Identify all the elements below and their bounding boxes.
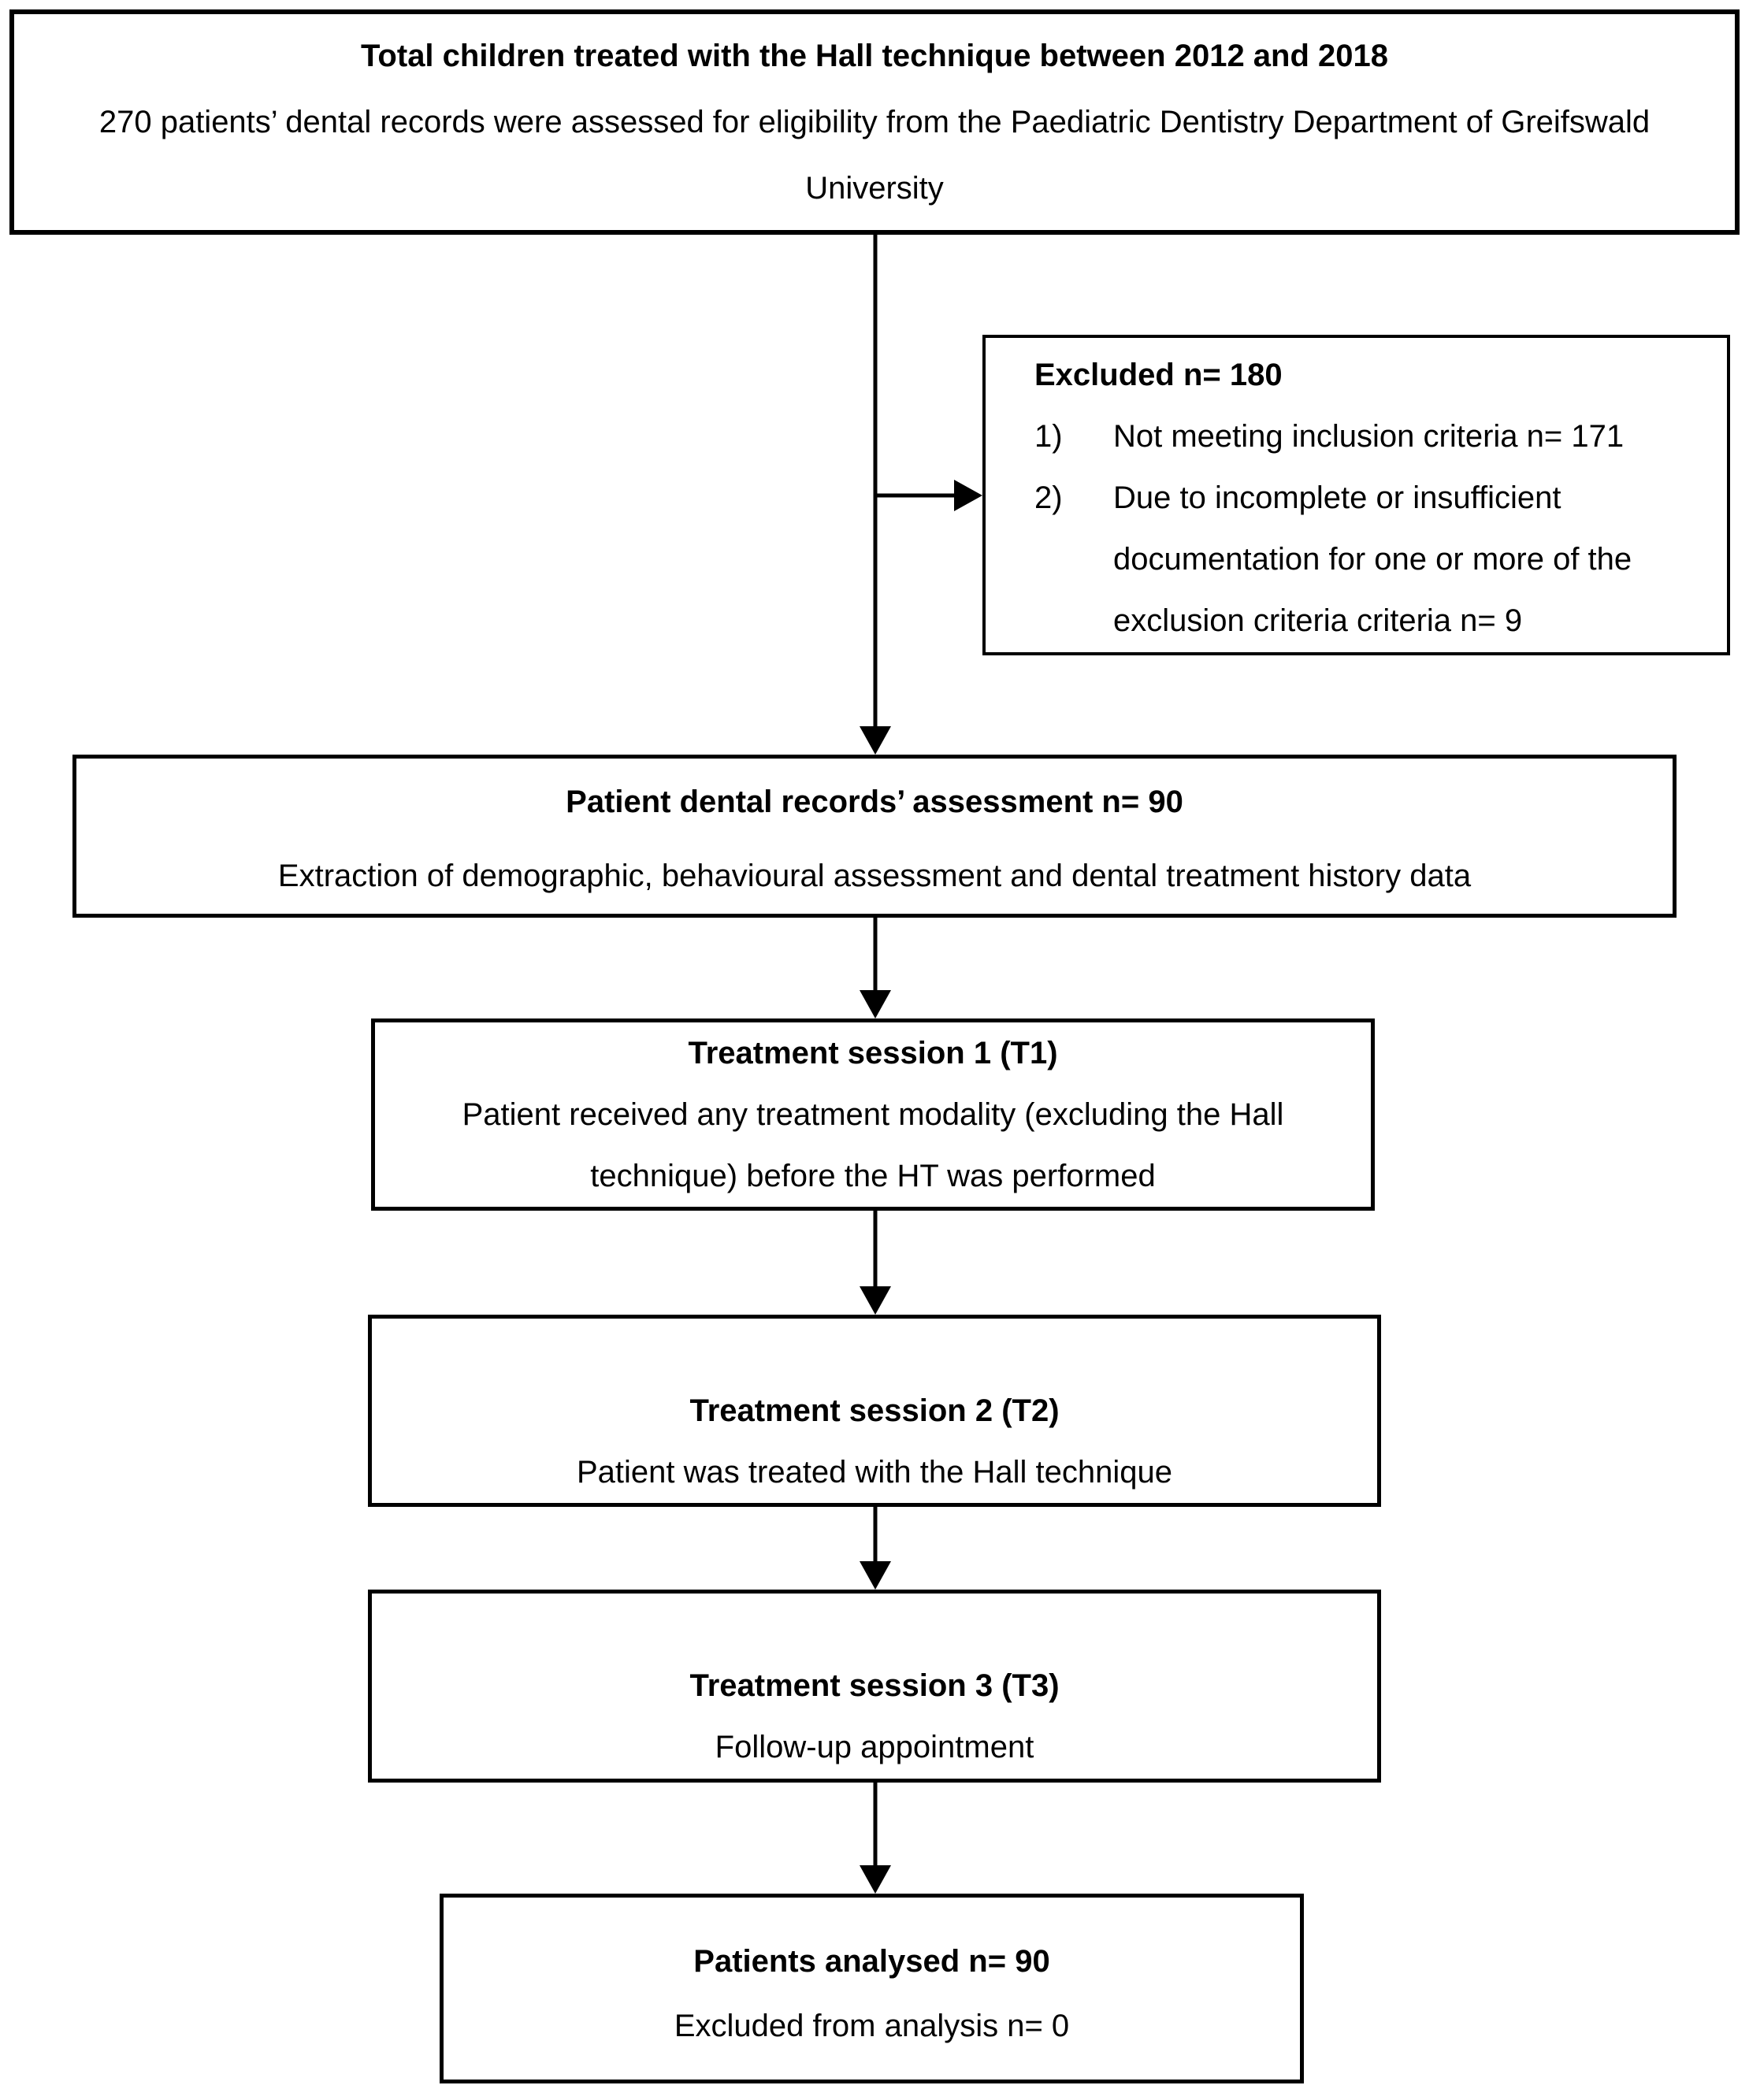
excluded-item-2: 2) Due to incomplete or insufficient doc… — [1034, 467, 1711, 651]
box-total-children: Total children treated with the Hall tec… — [9, 9, 1740, 235]
arrow-down-icon — [860, 726, 891, 755]
box-treatment-session-3: Treatment session 3 (T3) Follow-up appoi… — [368, 1590, 1381, 1783]
box-treatment-session-2: Treatment session 2 (T2) Patient was tre… — [368, 1315, 1381, 1507]
excluded-item-1-text: Not meeting inclusion criteria n= 171 — [1113, 419, 1625, 454]
box-records-assessment: Patient dental records’ assessment n= 90… — [72, 755, 1677, 918]
excluded-item-2-text: Due to incomplete or insufficient docume… — [1113, 480, 1632, 638]
box-patients-analysed-title: Patients analysed n= 90 — [693, 1944, 1050, 1979]
box-treatment-session-2-title: Treatment session 2 (T2) — [689, 1393, 1060, 1428]
excluded-item-1-number: 1) — [1034, 419, 1063, 454]
box-treatment-session-3-title: Treatment session 3 (T3) — [689, 1668, 1060, 1703]
box-treatment-session-3-body: Follow-up appointment — [715, 1730, 1034, 1764]
arrow-down-icon — [860, 1561, 891, 1590]
box-treatment-session-1-body: Patient received any treatment modality … — [462, 1097, 1284, 1193]
box-treatment-session-2-body: Patient was treated with the Hall techni… — [577, 1455, 1172, 1490]
arrow-right-icon — [954, 480, 982, 511]
arrow-down-icon — [860, 1865, 891, 1894]
arrow-down-icon — [860, 1286, 891, 1315]
box-treatment-session-1-title: Treatment session 1 (T1) — [688, 1036, 1058, 1070]
box-total-children-body: 270 patients’ dental records were assess… — [98, 105, 1651, 206]
box-treatment-session-1: Treatment session 1 (T1) Patient receive… — [371, 1018, 1375, 1211]
box-total-children-title: Total children treated with the Hall tec… — [360, 39, 1389, 73]
box-records-assessment-title: Patient dental records’ assessment n= 90 — [566, 785, 1183, 819]
excluded-item-2-number: 2) — [1034, 480, 1063, 515]
box-patients-analysed: Patients analysed n= 90 Excluded from an… — [440, 1894, 1304, 2083]
arrow-down-icon — [860, 990, 891, 1018]
excluded-item-1: 1) Not meeting inclusion criteria n= 171 — [1034, 406, 1711, 467]
box-excluded-title: Excluded n= 180 — [1034, 358, 1283, 392]
box-patients-analysed-body: Excluded from analysis n= 0 — [674, 2009, 1070, 2043]
box-excluded: Excluded n= 180 1) Not meeting inclusion… — [982, 335, 1730, 655]
box-records-assessment-body: Extraction of demographic, behavioural a… — [277, 859, 1472, 893]
